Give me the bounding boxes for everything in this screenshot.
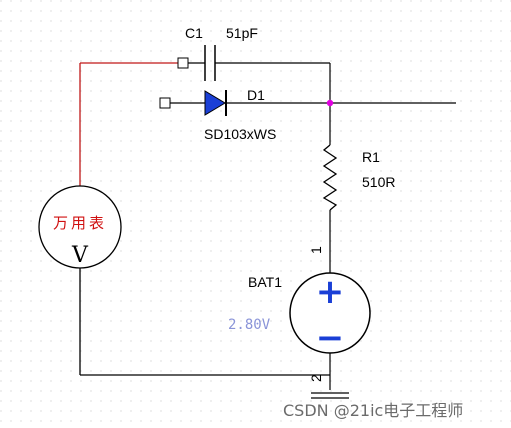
c1-value-label: 51pF — [226, 25, 258, 41]
d1-part-label: SD103xWS — [204, 126, 276, 142]
battery-bat1[interactable] — [289, 272, 371, 399]
diode-d1[interactable] — [159, 90, 330, 116]
r1-value-label: 510R — [362, 174, 395, 190]
battery-pin1-label: 1 — [308, 246, 324, 254]
ground-wire[interactable] — [79, 268, 330, 376]
battery-minus-sign: − — [316, 318, 345, 358]
r1-ref-label: R1 — [362, 149, 380, 165]
probe-wire[interactable] — [79, 62, 178, 186]
bat1-ref-label: BAT1 — [248, 274, 282, 290]
meter-name-label: 万用表 — [53, 214, 107, 232]
battery-pin2-label: 2 — [308, 374, 324, 382]
junction-dot — [326, 99, 334, 107]
capacitor-c1[interactable] — [177, 45, 330, 81]
resistor-r1[interactable] — [322, 144, 338, 275]
battery-plus-sign: + — [316, 272, 345, 312]
d1-ref-label: D1 — [247, 87, 265, 103]
meter-unit-label: V — [71, 243, 89, 268]
c1-ref-label: C1 — [185, 25, 203, 41]
bat1-voltage-label: 2.80V — [228, 317, 271, 333]
watermark: CSDN @21ic电子工程师 — [283, 401, 463, 420]
